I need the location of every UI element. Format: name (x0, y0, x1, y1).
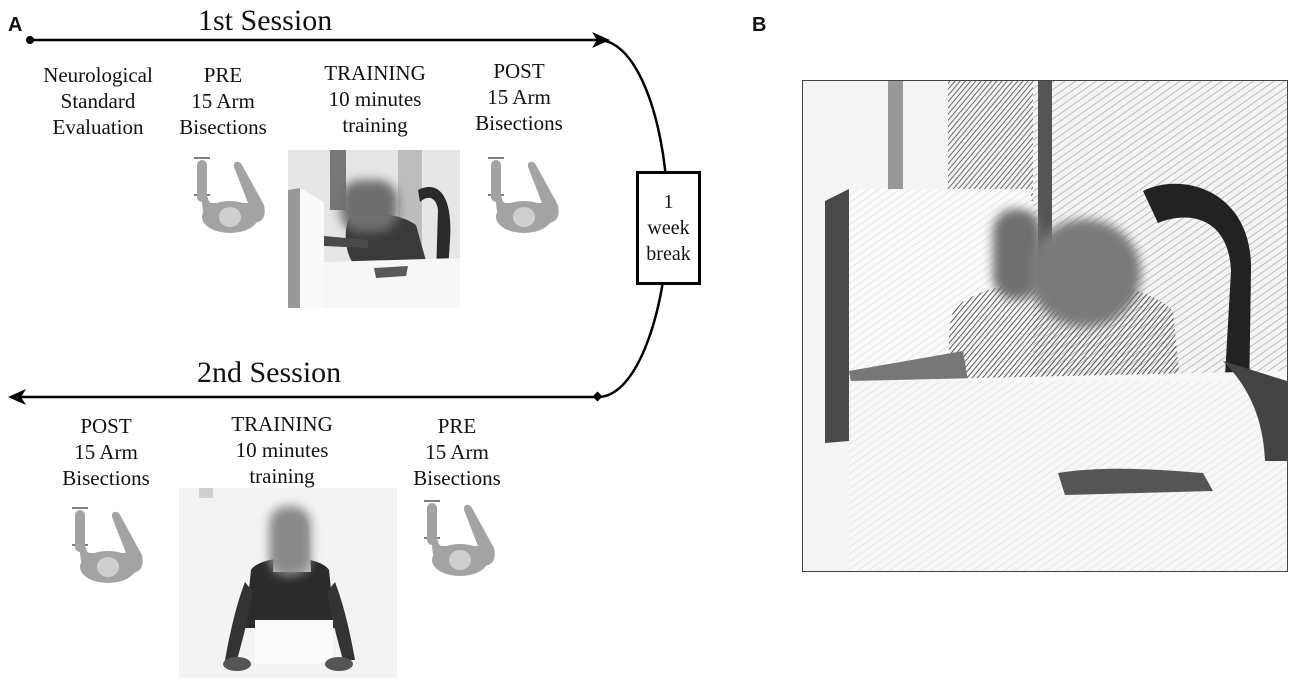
session2-step-post: POST 15 Arm Bisections (62, 414, 150, 490)
arm-bisection-icon (72, 157, 559, 583)
session2-title: 2nd Session (197, 356, 342, 389)
session1-arrowhead (592, 32, 610, 48)
session2-start-diamond (592, 391, 603, 402)
panel-label-b: B (752, 14, 767, 36)
blurred-face (1029, 219, 1141, 327)
blurred-face (269, 506, 311, 576)
training-photo-side (288, 150, 460, 308)
session2-arrowhead (8, 389, 26, 405)
panel-label-a: A (8, 14, 23, 36)
setup-photo-large (802, 80, 1288, 572)
session2-step-pre: PRE 15 Arm Bisections (413, 414, 501, 490)
session1-step-training: TRAINING 10 minutes training (324, 61, 426, 137)
session1-step-evaluation: Neurological Standard Evaluation (43, 63, 153, 139)
session2-step-training: TRAINING 10 minutes training (231, 412, 333, 488)
blurred-face (340, 180, 398, 232)
session1-start-dot (26, 36, 34, 44)
training-photo-front (179, 488, 397, 678)
session1-step-post: POST 15 Arm Bisections (475, 59, 563, 135)
session1-title: 1st Session (198, 4, 333, 37)
session1-step-pre: PRE 15 Arm Bisections (179, 63, 267, 139)
week-break-box: 1 week break (636, 171, 701, 285)
